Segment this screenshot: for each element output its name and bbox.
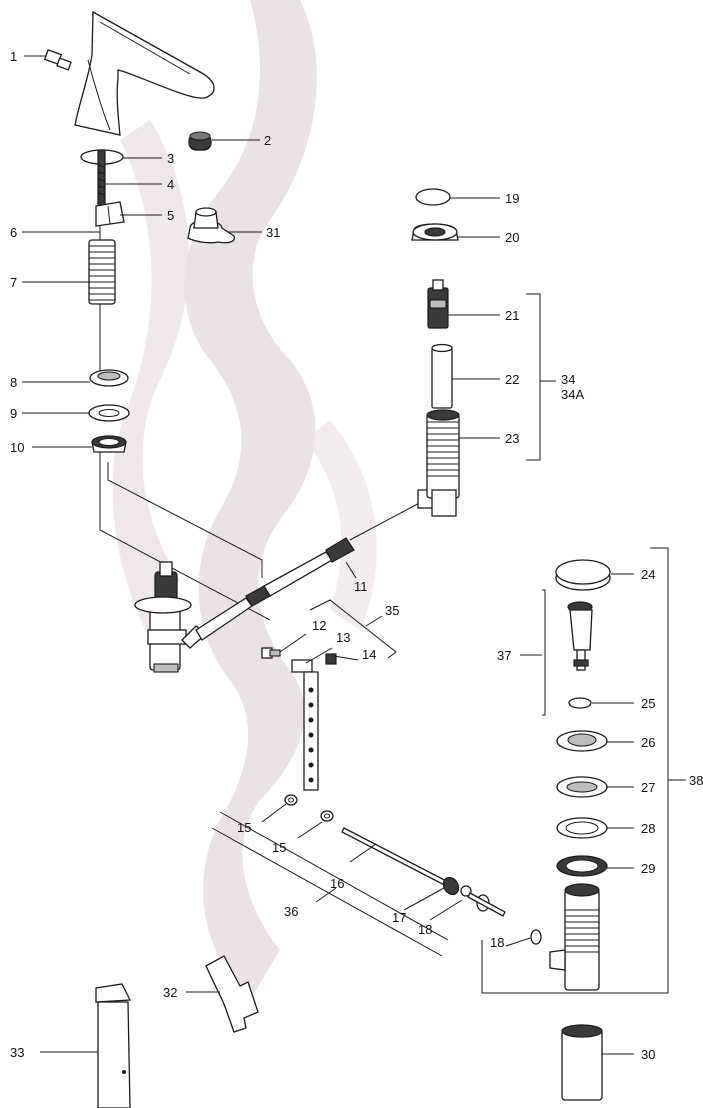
part-10-lock-nut [91, 435, 127, 453]
callout-34: 34 [561, 372, 575, 387]
leader-lines [22, 55, 686, 1055]
part-15-washer-b [320, 810, 334, 822]
callout-9: 9 [10, 406, 17, 421]
part-26-flange [556, 730, 608, 752]
callout-8: 8 [10, 375, 17, 390]
part-31-spout-adapter [187, 207, 235, 244]
callout-14: 14 [362, 647, 376, 662]
part-8-mounting-washer [89, 369, 129, 387]
spout [74, 10, 215, 136]
part-37-stopper [567, 601, 593, 671]
callout-33: 33 [10, 1045, 24, 1060]
callout-19: 19 [505, 191, 519, 206]
callout-17: 17 [392, 910, 406, 925]
callout-6: 6 [10, 225, 17, 240]
part-30-tailpiece [561, 1024, 603, 1101]
callout-2: 2 [264, 133, 271, 148]
part-20-escutcheon [411, 223, 459, 241]
part-18-seal [530, 929, 542, 945]
part-7-threaded-shank [88, 239, 116, 305]
callout-30: 30 [641, 1047, 655, 1062]
callout-16: 16 [330, 876, 344, 891]
cross-pipe [195, 537, 355, 641]
part-27-gasket [556, 776, 608, 798]
callout-12: 12 [312, 618, 326, 633]
part-14-clip [325, 653, 337, 665]
assembly-guide-lines [99, 452, 271, 621]
callout-28: 28 [641, 821, 655, 836]
callout-34a: 34A [561, 387, 584, 402]
callout-35: 35 [385, 603, 399, 618]
callout-36: 36 [284, 904, 298, 919]
callout-5: 5 [167, 208, 174, 223]
part-12-screw [261, 647, 281, 659]
part-28-washer [556, 817, 608, 839]
part-21-cartridge [427, 279, 449, 329]
part-32-wrench [205, 955, 259, 1033]
part-9-gasket [88, 404, 130, 422]
callout-15-a: 15 [237, 820, 251, 835]
callout-7: 7 [10, 275, 17, 290]
part-1-set-screw [43, 49, 72, 71]
callout-27: 27 [641, 780, 655, 795]
callout-4: 4 [167, 177, 174, 192]
callout-15-b: 15 [272, 840, 286, 855]
callout-13: 13 [336, 630, 350, 645]
callout-18-b: 18 [490, 935, 504, 950]
callout-32: 32 [163, 985, 177, 1000]
callout-1: 1 [10, 49, 17, 64]
drain-body [549, 883, 600, 991]
part-5-clip [95, 201, 125, 227]
callout-11: 11 [354, 579, 368, 594]
part-24-drain-cap [555, 559, 611, 591]
callout-20: 20 [505, 230, 519, 245]
part-13-bracket [291, 659, 319, 791]
part-16-lift-rod [341, 827, 457, 891]
part-2-aerator [188, 131, 212, 151]
callout-26: 26 [641, 735, 655, 750]
valve-body [134, 561, 208, 673]
callout-labels: 1 2 3 4 5 6 31 7 8 9 10 19 20 21 22 23 3… [10, 49, 703, 1062]
watermark [112, 0, 377, 1000]
callout-37: 37 [497, 648, 511, 663]
callout-3: 3 [167, 151, 174, 166]
callout-24: 24 [641, 567, 655, 582]
part-17-nut [442, 876, 460, 896]
callout-38: 38 [689, 773, 703, 788]
part-25-o-ring [568, 697, 592, 709]
part-23-valve-body [426, 409, 460, 517]
callout-22: 22 [505, 372, 519, 387]
callout-23: 23 [505, 431, 519, 446]
part-18-pivot-rod [460, 885, 506, 917]
part-19-o-ring [415, 188, 451, 206]
callout-29: 29 [641, 861, 655, 876]
callout-31: 31 [266, 225, 280, 240]
part-4-threaded-stud [97, 149, 106, 207]
part-15-washer-a [284, 794, 298, 806]
part-29-nut [556, 855, 608, 877]
part-33-socket-tool [95, 983, 132, 1108]
callout-21: 21 [505, 308, 519, 323]
callout-10: 10 [10, 440, 24, 455]
callout-25: 25 [641, 696, 655, 711]
callout-18-a: 18 [418, 922, 432, 937]
part-22-sleeve [431, 343, 453, 409]
